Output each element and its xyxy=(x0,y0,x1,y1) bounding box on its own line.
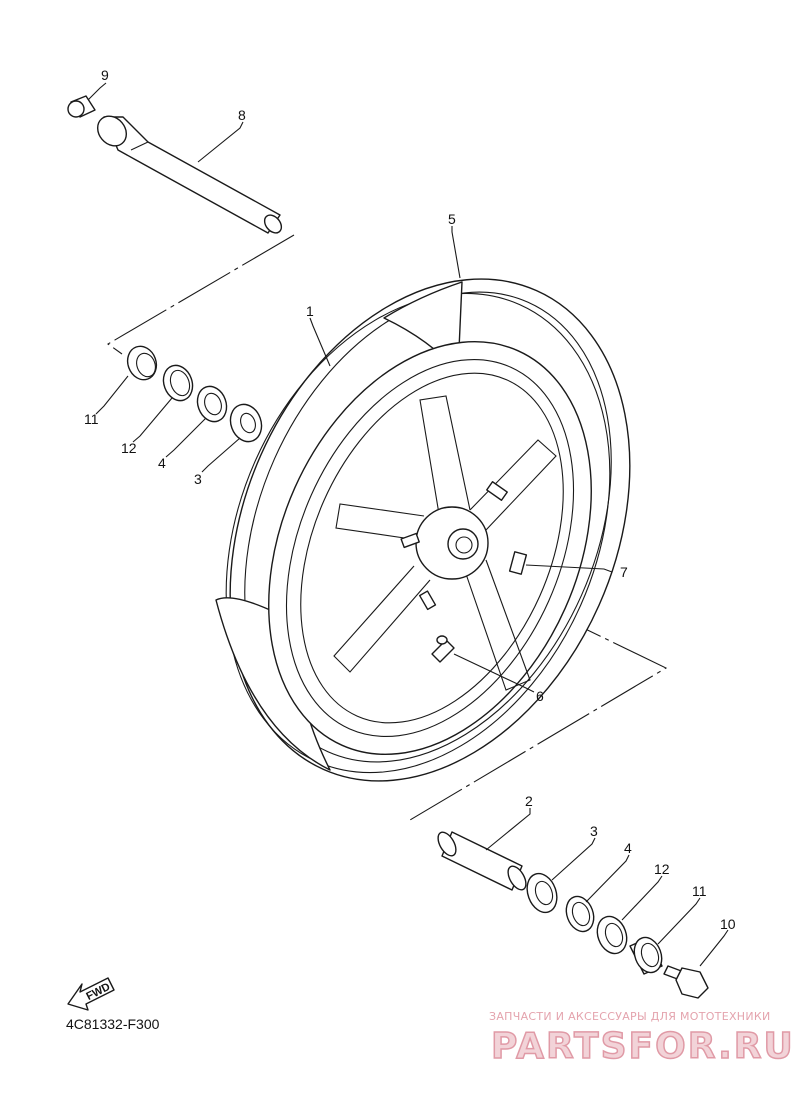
collar-right-part xyxy=(629,936,663,975)
bearing-right-part xyxy=(526,872,558,914)
callout-tire: 5 xyxy=(448,211,456,227)
spacer-left-part xyxy=(162,364,194,402)
leader-lines xyxy=(87,82,729,967)
callout-bolt: 10 xyxy=(720,916,736,932)
oil-seal-left-part xyxy=(196,385,228,423)
collar-left-part xyxy=(126,345,158,381)
callout-wheel: 1 xyxy=(306,303,314,319)
fwd-label: FWD xyxy=(84,981,112,1003)
wheel-part xyxy=(268,340,592,756)
callout-valve: 6 xyxy=(536,688,544,704)
oil-seal-right-part xyxy=(565,895,595,933)
callout-collar-left: 11 xyxy=(84,411,99,427)
axle-nut-part xyxy=(67,95,96,118)
watermark-logo: PARTSFOR.RU xyxy=(490,1025,795,1068)
callout-collar-right: 11 xyxy=(692,883,707,899)
bearing-left-part xyxy=(229,403,263,443)
alignment-line-left xyxy=(106,234,295,355)
spacer-right-part xyxy=(596,915,628,955)
callout-bearing-right: 3 xyxy=(590,823,598,839)
bolt-part xyxy=(663,965,709,999)
callout-balance-weight: 7 xyxy=(620,564,628,580)
axle-part xyxy=(96,115,283,234)
watermark-tagline: ЗАПЧАСТИ И АКСЕССУАРЫ ДЛЯ МОТОТЕХНИКИ xyxy=(489,1010,771,1023)
callout-spacer-right: 12 xyxy=(654,861,670,877)
callout-oil-seal-right: 4 xyxy=(624,840,632,856)
collar-part xyxy=(437,831,527,891)
callout-bearing-left: 3 xyxy=(194,471,202,487)
callout-axle: 8 xyxy=(238,107,246,123)
callout-axle-nut: 9 xyxy=(101,67,109,83)
callout-oil-seal-left: 4 xyxy=(158,455,166,471)
callout-labels: 9 8 5 1 11 12 4 3 7 6 2 3 4 12 11 10 xyxy=(84,67,736,932)
fwd-arrow-icon: FWD xyxy=(67,977,115,1011)
callout-collar: 2 xyxy=(525,793,533,809)
callout-spacer-left: 12 xyxy=(121,440,137,456)
diagram-reference-code: 4C81332-F300 xyxy=(66,1016,160,1032)
balance-weight-part xyxy=(508,551,528,575)
valve-part xyxy=(431,635,455,663)
